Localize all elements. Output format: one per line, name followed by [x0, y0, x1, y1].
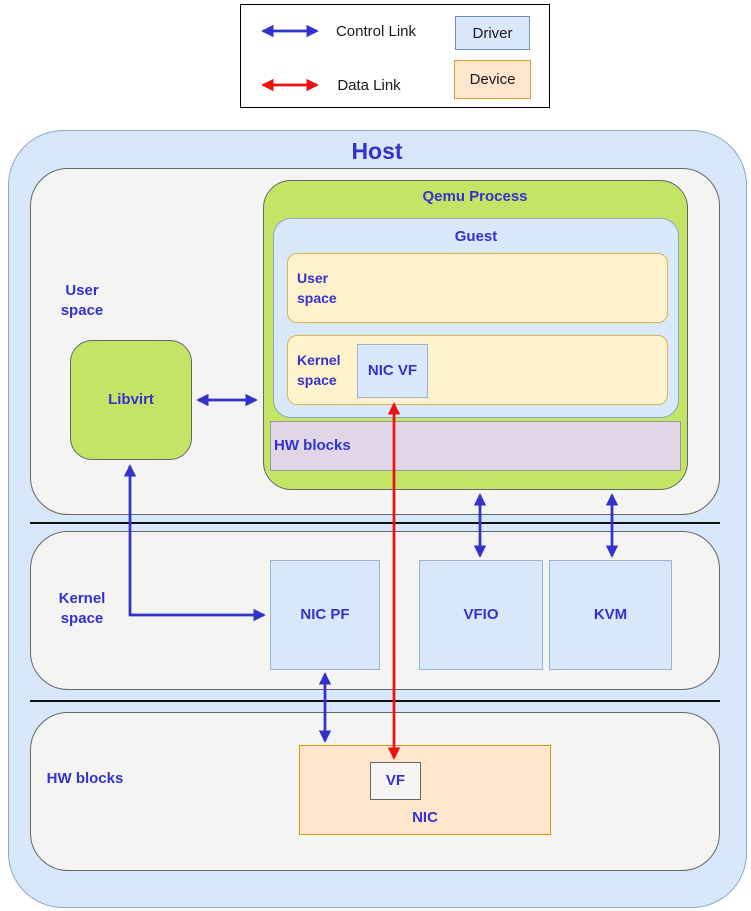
guest-title: Guest [454, 228, 498, 245]
host-hw-blocks-label: HW blocks [46, 770, 124, 787]
guest-user-space-label: User space [297, 270, 337, 306]
vfio-driver-box: VFIO [419, 560, 543, 670]
legend-device-box: Device [454, 60, 531, 99]
nic-vf-driver-box: NIC VF [357, 344, 428, 398]
vf-box: VF [370, 762, 421, 800]
host-user-space-label: User space [60, 282, 104, 319]
guest-user-space-box: User space [287, 253, 668, 323]
kvm-driver-box: KVM [549, 560, 672, 670]
qemu-hw-blocks-bar: HW blocks [270, 421, 681, 471]
guest-kernel-space-box: Kernel space [287, 335, 668, 405]
host-kernel-space-label: Kernel space [58, 590, 106, 627]
qemu-process-title: Qemu Process [422, 188, 528, 205]
legend-control-link-label: Control Link [335, 23, 417, 40]
nic-pf-driver-box: NIC PF [270, 560, 380, 670]
libvirt-box: Libvirt [70, 340, 192, 460]
qemu-hw-blocks-label: HW blocks [274, 437, 351, 454]
host-title: Host [351, 138, 403, 164]
nic-device-label: NIC [412, 809, 438, 826]
legend-data-link-label: Data Link [337, 77, 401, 94]
guest-kernel-space-label: Kernel space [297, 352, 341, 388]
legend-driver-box: Driver [455, 16, 530, 50]
nic-device-box: NIC [299, 745, 551, 835]
